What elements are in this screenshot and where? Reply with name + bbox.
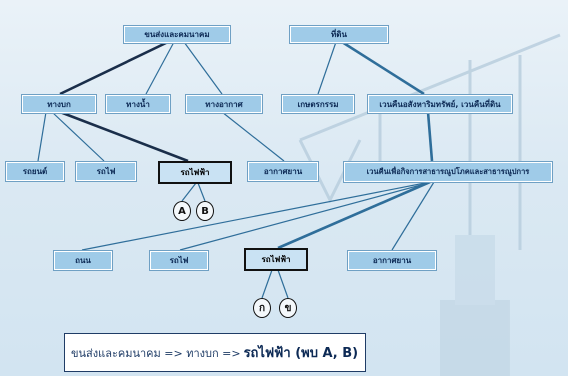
node-street-l2: ถนน	[54, 251, 112, 270]
node-car: รถยนต์	[6, 162, 64, 181]
edge-road-car	[37, 111, 47, 162]
edge-utility-airport	[391, 181, 435, 251]
node-train-l2: รถไฟ	[150, 251, 208, 270]
marker-a: A	[173, 201, 191, 221]
edge-land-exempt-highlight	[341, 40, 425, 96]
node-agriculture: เกษตรกรรม	[282, 95, 354, 113]
node-water: ทางน้ำ	[106, 95, 170, 113]
node-land-root: ที่ดิน	[290, 26, 388, 43]
edge-transport-road-highlight	[59, 40, 169, 96]
node-road: ทางบก	[22, 95, 96, 113]
edge-etrain2-marker-kho	[277, 269, 289, 299]
edge-utility-etrain-highlight	[277, 180, 431, 250]
edge-exempt-utility-highlight	[426, 111, 434, 162]
marker-b: B	[196, 201, 214, 221]
edge-road-etrain-highlight	[59, 110, 189, 163]
edge-etrain-marker-a	[181, 182, 197, 202]
edge-transport-air	[183, 41, 223, 95]
node-electric-train: รถไฟฟ้า	[158, 161, 232, 184]
edge-air-airport	[221, 111, 285, 162]
path-caption: ขนส่งและคมนาคม => ทางบก => รถไฟฟ้า (พบ A…	[64, 333, 366, 372]
node-air: ทางอากาศ	[186, 95, 262, 113]
node-transport-root: ขนส่งและคมนาคม	[124, 26, 230, 43]
node-public-utility: เวนคืนเพื่อกิจการสาธารณูปโภคและสาธารณูปก…	[344, 162, 552, 182]
marker-ka: ก	[253, 298, 271, 318]
edge-road-train	[51, 111, 105, 162]
node-airport-l2: อากาศยาน	[348, 251, 436, 270]
edge-utility-train	[179, 181, 433, 251]
caption-destination: รถไฟฟ้า (พบ A, B)	[243, 346, 359, 361]
node-train: รถไฟ	[76, 162, 136, 181]
node-exempt-land: เวนคืนอสังหาริมทรัพย์, เวนคืนที่ดิน	[368, 95, 512, 113]
edge-utility-street	[81, 181, 431, 251]
caption-path: ขนส่งและคมนาคม => ทางบก =>	[71, 346, 241, 360]
marker-kho: ข	[279, 298, 297, 318]
edge-etrain2-marker-ka	[261, 269, 273, 299]
edge-transport-water	[145, 41, 175, 95]
edge-etrain-marker-b	[197, 182, 206, 202]
node-airport: อากาศยาน	[248, 162, 318, 181]
edge-land-agriculture	[317, 41, 337, 95]
node-electric-train-l2: รถไฟฟ้า	[244, 248, 308, 271]
